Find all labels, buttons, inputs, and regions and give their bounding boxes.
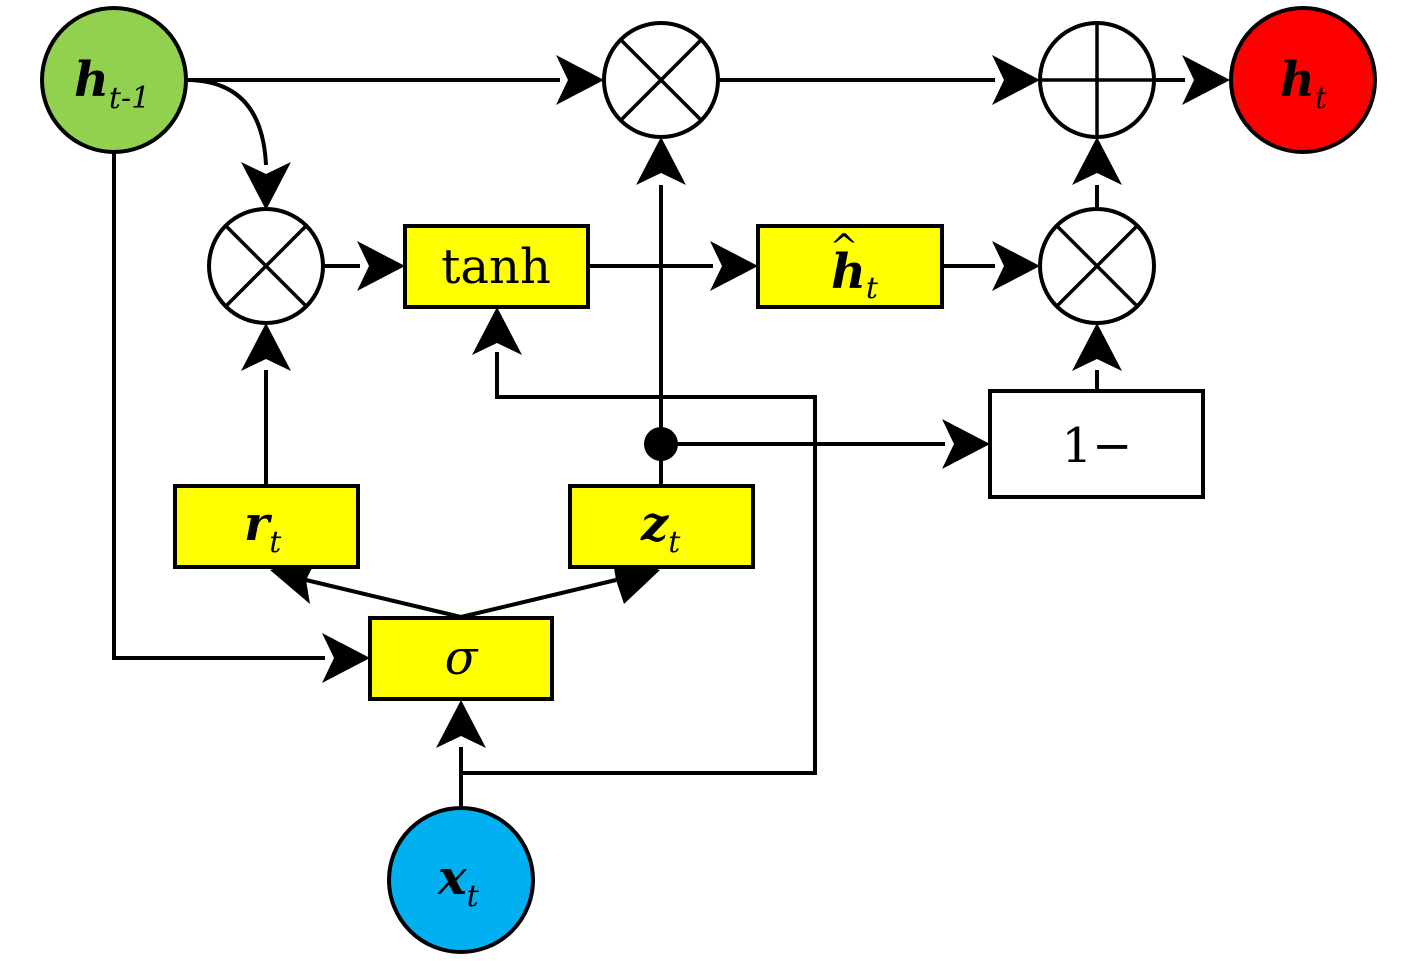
h-out-label: ht — [1280, 52, 1328, 116]
junction-dot — [644, 427, 678, 461]
arrowhead — [241, 323, 291, 371]
operator-mult-top — [602, 21, 720, 139]
arrowheads — [241, 55, 1230, 748]
tanh-box — [403, 224, 590, 309]
box-sigma: σ — [368, 616, 554, 701]
box-one-minus: 1− — [988, 389, 1205, 499]
sigma-label: σ — [445, 630, 479, 686]
operator-mult-update — [1038, 207, 1156, 325]
h-hat-label: ht — [831, 244, 879, 306]
arrowhead — [942, 419, 990, 469]
one-minus-label: 1− — [1062, 418, 1133, 474]
node-x-in: xt — [387, 806, 535, 954]
arrowhead — [1072, 323, 1122, 371]
node-h-out: ht — [1229, 6, 1377, 154]
arrowhead — [636, 137, 686, 185]
x-in-label: xt — [437, 850, 480, 914]
arrowhead — [472, 307, 522, 355]
z-gate-label: zt — [640, 496, 681, 560]
operator-add-top — [1038, 21, 1156, 139]
arrowhead — [1072, 137, 1122, 185]
arrowhead — [436, 700, 486, 748]
z-gate-box — [568, 484, 755, 569]
x-in-circle — [387, 806, 535, 954]
r-gate-label: rt — [244, 496, 282, 560]
box-r-gate: rt — [173, 484, 360, 569]
arrowhead — [357, 241, 405, 291]
wire-hprev-to-sigma — [112, 152, 325, 660]
arrowhead — [1182, 55, 1230, 105]
arrowhead — [556, 55, 604, 105]
node-h-prev: ht-1 — [40, 6, 188, 154]
h-hat-box — [756, 224, 944, 309]
h-out-circle — [1229, 6, 1377, 154]
arrowhead — [710, 241, 758, 291]
tanh-label: tanh — [441, 239, 551, 295]
operator-mult-reset — [207, 207, 325, 325]
wire-sigma-to-rgate — [305, 578, 462, 619]
wire-xin-to-tanh — [461, 352, 817, 775]
h-prev-circle — [40, 6, 188, 154]
wire-sigma-to-zgate — [460, 578, 617, 619]
arrowhead — [992, 241, 1040, 291]
box-z-gate: zt — [568, 484, 755, 569]
sigma-box — [368, 616, 554, 701]
one-minus-box — [988, 389, 1205, 499]
wire-hprev-to-mult-reset — [185, 78, 268, 166]
box-tanh: tanh — [403, 224, 590, 309]
arrowhead — [322, 633, 370, 683]
box-h-hat: ht ^ — [756, 224, 944, 309]
h-prev-label: ht-1 — [74, 52, 150, 116]
arrowhead — [241, 162, 291, 210]
r-gate-box — [173, 484, 360, 569]
h-hat-caret: ^ — [830, 227, 859, 267]
arrowhead — [992, 55, 1040, 105]
